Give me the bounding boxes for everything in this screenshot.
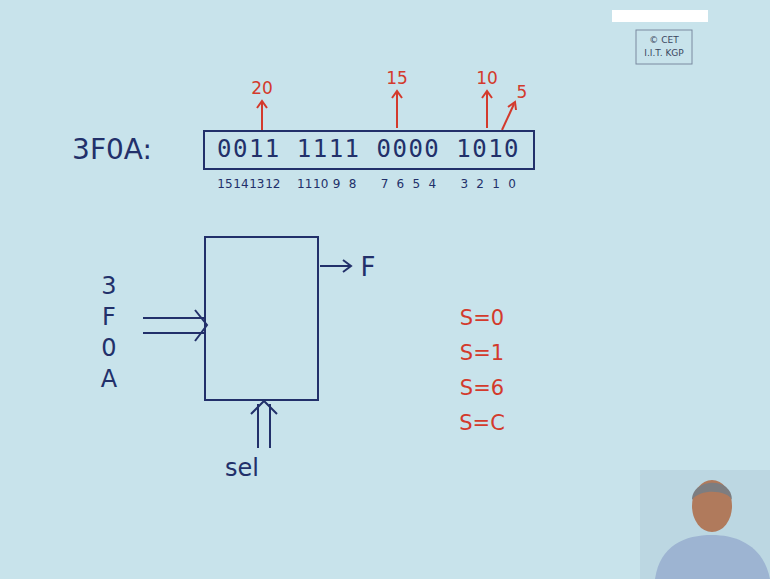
bit-index: 10 <box>313 178 328 190</box>
register-name: 3F0A: <box>72 136 152 164</box>
bit-index: 12 <box>265 178 280 190</box>
bit-register: 0011 1111 0000 1010 <box>203 130 535 170</box>
bit-index: 9 <box>333 178 341 190</box>
bit-count: 5 <box>517 84 528 101</box>
bit-index: 5 <box>413 178 421 190</box>
bit-index: 11 <box>297 178 312 190</box>
bit-pointer-arrows <box>257 91 516 130</box>
bit-index: 15 <box>217 178 232 190</box>
bit-index: 13 <box>249 178 264 190</box>
bit-count: 15 <box>386 70 408 87</box>
function-block <box>143 237 351 448</box>
select-value: S=1 <box>460 343 504 364</box>
bit-index: 8 <box>349 178 357 190</box>
input-digit: A <box>101 367 117 391</box>
input-digit: F <box>102 305 116 329</box>
bit-pattern: 0011 1111 0000 1010 <box>217 136 520 164</box>
input-digit: 0 <box>101 336 116 360</box>
select-value: S=C <box>459 413 505 434</box>
bit-index: 2 <box>476 178 484 190</box>
bit-index: 4 <box>428 178 436 190</box>
bit-index: 7 <box>381 178 389 190</box>
bit-index: 1 <box>492 178 500 190</box>
select-name: sel <box>225 456 259 480</box>
lecturer-photo <box>640 470 770 579</box>
logo-frame <box>636 30 692 64</box>
bit-index: 3 <box>460 178 468 190</box>
logo-text: © CET <box>649 36 678 45</box>
header-strip <box>612 10 708 22</box>
bit-count: 20 <box>251 80 273 97</box>
select-value: S=6 <box>460 378 504 399</box>
select-value: S=0 <box>460 308 504 329</box>
bit-count: 10 <box>476 70 498 87</box>
input-digit: 3 <box>101 274 116 298</box>
output-name: F <box>361 254 376 280</box>
bit-index: 6 <box>397 178 405 190</box>
logo-text: I.I.T. KGP <box>644 49 684 58</box>
bit-index: 0 <box>508 178 516 190</box>
bit-index: 14 <box>233 178 248 190</box>
